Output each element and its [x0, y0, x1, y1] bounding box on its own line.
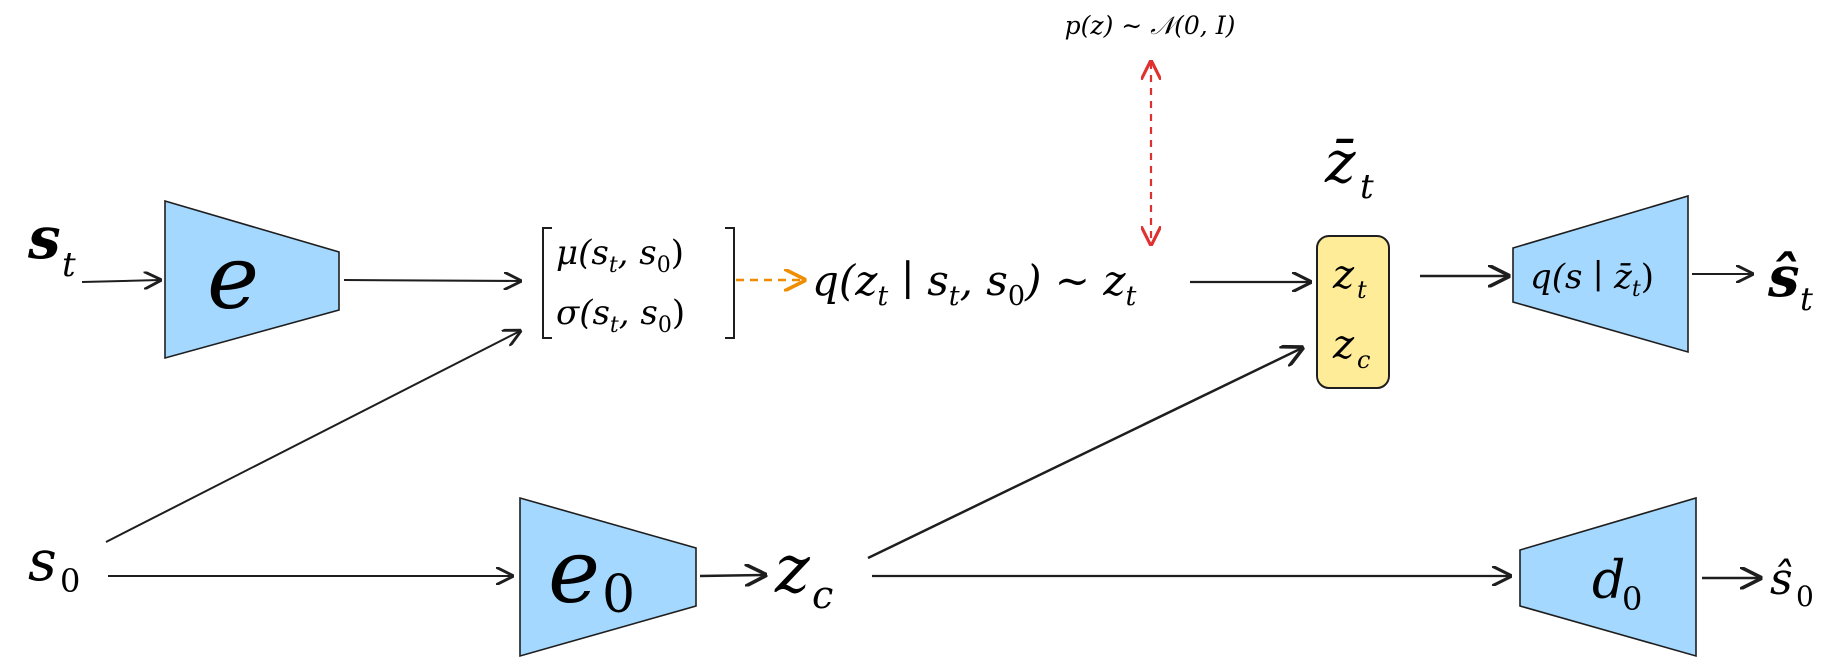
posterior-q-sub: t: [877, 281, 888, 312]
mu-expression: μ(st, s0): [556, 233, 684, 278]
latent-zbar-label: z̄ t: [1324, 128, 1374, 207]
input-s-0: s 0: [28, 529, 80, 600]
arrow-e0-to-zc: [699, 575, 765, 576]
encoder-e: e: [164, 199, 340, 360]
mu-func: μ(s: [556, 233, 609, 273]
posterior-mid2: , s: [960, 256, 1008, 305]
encoder-e0-sub: 0: [602, 565, 635, 625]
prior-label: p(z) ∼ 𝒩(0, I): [1065, 11, 1236, 40]
latent-box-zt-base: z: [1332, 252, 1355, 298]
output-s-hat-t-sub: t: [1800, 280, 1813, 318]
encoder-e-shape: [164, 199, 340, 360]
encoder-e0-base: e: [548, 520, 600, 623]
mu-sub2: 0: [657, 253, 671, 278]
posterior-close: ) ∼ z: [1024, 256, 1126, 305]
sigma-close: ): [672, 293, 685, 333]
posterior-z-sub: t: [1125, 281, 1136, 312]
mu-mid: , s: [618, 233, 657, 273]
zbar-sub: t: [1360, 167, 1374, 207]
input-s-t-sub: t: [62, 245, 76, 285]
decoder-q-sub: t: [1632, 277, 1641, 302]
latent-box-zc-sub: c: [1357, 346, 1370, 374]
latent-concat-box: z t z c: [1316, 235, 1390, 389]
posterior-expression: q(zt ∣ st, s0) ∼ zt: [812, 256, 1136, 312]
latent-box-zc-base: z: [1332, 322, 1355, 368]
latent-box-rect: [1316, 235, 1390, 389]
matrix-right-bracket: [725, 227, 735, 339]
output-s-hat-0-base: ŝ: [1770, 554, 1793, 605]
posterior-q: q(z: [812, 256, 878, 305]
input-s-0-sub: 0: [60, 562, 80, 600]
decoder-q-close: ): [1641, 257, 1654, 297]
decoder-q: q(s ∣ z̄t): [1512, 194, 1689, 354]
posterior-mid: ∣ s: [888, 256, 948, 305]
decoder-d0-sub: 0: [1622, 580, 1642, 618]
output-s-hat-t: ŝ t: [1767, 244, 1813, 318]
sigma-sub2: 0: [658, 313, 672, 338]
output-s-hat-0-sub: 0: [1796, 580, 1814, 613]
arrow-s0-to-params: [105, 331, 520, 543]
latent-box-zt-sub: t: [1357, 276, 1367, 304]
decoder-q-shape: [1512, 194, 1689, 354]
decoder-d0: d 0: [1519, 496, 1697, 658]
sigma-mid: , s: [619, 293, 658, 333]
posterior-sub2: t: [949, 281, 960, 312]
param-matrix: μ(st, s0) σ(st, s0): [542, 227, 735, 339]
encoder-e0-shape: [519, 496, 697, 658]
output-s-hat-0: ŝ 0: [1770, 554, 1814, 613]
decoder-q-text: q(s ∣ z̄: [1530, 257, 1633, 297]
decoder-d0-shape: [1519, 496, 1697, 658]
mu-sub1: t: [609, 253, 618, 278]
input-s-0-base: s: [28, 529, 57, 594]
sigma-func: σ(s: [556, 293, 610, 333]
zc-base: z: [774, 531, 811, 608]
latent-z-c: z c: [774, 531, 833, 617]
arrow-e-to-params: [343, 280, 520, 281]
encoder-e-label: e: [207, 226, 259, 329]
decoder-q-label: q(s ∣ z̄t): [1530, 257, 1654, 302]
zbar-base: z̄: [1324, 128, 1356, 196]
encoder-e0: e 0: [519, 496, 697, 658]
input-s-t-base: s: [27, 204, 61, 272]
arrow-zc-to-latent-box: [867, 348, 1302, 560]
output-s-hat-t-base: ŝ: [1767, 244, 1800, 310]
posterior-sub3: 0: [1008, 281, 1025, 312]
sigma-expression: σ(st, s0): [556, 293, 685, 338]
zc-sub: c: [812, 573, 833, 617]
sigma-sub1: t: [610, 313, 619, 338]
input-s-t: s t: [27, 204, 76, 285]
decoder-d0-base: d: [1592, 551, 1625, 611]
arrow-st-to-e: [81, 280, 160, 282]
mu-close: ): [671, 233, 684, 273]
matrix-left-bracket: [542, 227, 552, 339]
